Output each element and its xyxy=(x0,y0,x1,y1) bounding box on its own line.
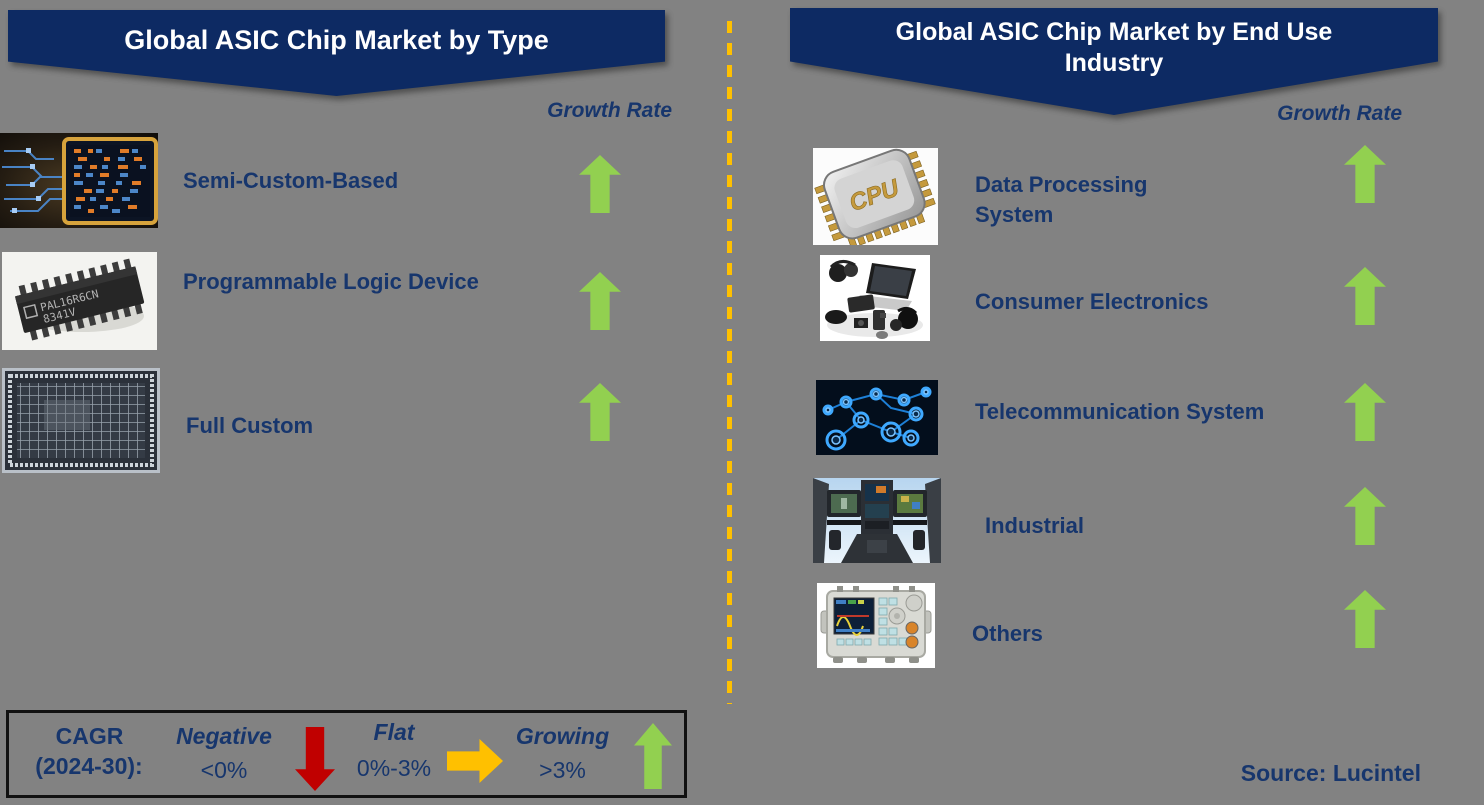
item-label-consumer-electronics: Consumer Electronics xyxy=(975,289,1209,314)
legend-negative-range: <0% xyxy=(200,757,248,783)
growth-arrow-up-icon xyxy=(1344,487,1386,545)
growth-arrow-up-icon xyxy=(579,383,621,441)
growth-arrow-up-icon xyxy=(1344,145,1386,203)
pld-image: PAL16R6CN 8341V xyxy=(2,252,157,355)
circuit-board-chip-icon xyxy=(0,133,158,228)
legend-flat-label: Flat xyxy=(373,719,415,745)
left-growth-rate-label: Growth Rate xyxy=(547,99,672,122)
legend-arrow-up-icon xyxy=(634,723,672,789)
right-growth-rate-label: Growth Rate xyxy=(1277,102,1402,125)
legend-title-line2: (2024-30): xyxy=(35,753,143,779)
data-processing-image: CPU xyxy=(813,148,938,250)
source-label: Source: Lucintel xyxy=(1240,760,1421,786)
item-label-others: Others xyxy=(972,621,1043,646)
right-panel-title-line1: Global ASIC Chip Market by End Use xyxy=(895,18,1333,46)
item-label-pld: Programmable Logic Device xyxy=(183,269,479,294)
others-image xyxy=(817,583,935,673)
right-panel-title-line2: Industry xyxy=(1064,49,1164,77)
legend-growing-range: >3% xyxy=(539,757,586,783)
consumer-electronics-image xyxy=(820,255,930,346)
left-panel-banner: Global ASIC Chip Market by Type xyxy=(8,10,665,96)
item-label-full-custom: Full Custom xyxy=(186,413,314,438)
industrial-image xyxy=(813,478,941,568)
item-label-semi-custom: Semi-Custom-Based xyxy=(183,168,399,193)
left-panel-title: Global ASIC Chip Market by Type xyxy=(8,10,665,96)
item-label-data-processing: Data Processing System xyxy=(975,172,1148,228)
item-label-telecommunication: Telecommunication System xyxy=(975,399,1265,424)
full-custom-image xyxy=(2,368,160,478)
gadgets-icon xyxy=(820,255,930,341)
growth-arrow-up-icon xyxy=(1344,590,1386,648)
growth-arrow-up-icon xyxy=(579,272,621,330)
cpu-chip-icon: CPU xyxy=(813,148,938,249)
network-nodes-icon xyxy=(816,380,938,455)
right-panel-banner: Global ASIC Chip Market by End Use Indus… xyxy=(790,8,1438,115)
legend-growing-label: Growing xyxy=(515,723,610,749)
silicon-die-icon xyxy=(2,368,160,473)
cagr-legend: CAGR (2024-30): Negative <0% Flat 0%-3% … xyxy=(6,710,687,798)
panel-divider-dashed-line xyxy=(727,21,732,704)
legend-arrow-right-icon xyxy=(447,739,503,783)
dip-chip-icon: PAL16R6CN 8341V xyxy=(2,252,157,350)
legend-negative-label: Negative xyxy=(176,723,272,749)
signal-generator-icon xyxy=(817,583,935,668)
legend-arrow-down-icon xyxy=(295,727,335,791)
growth-arrow-up-icon xyxy=(579,155,621,213)
legend-title-line1: CAGR xyxy=(55,723,124,749)
item-label-industrial: Industrial xyxy=(985,513,1085,538)
semi-custom-image xyxy=(0,133,158,233)
legend-flat-range: 0%-3% xyxy=(356,755,432,781)
growth-arrow-up-icon xyxy=(1344,267,1386,325)
cockpit-panel-icon xyxy=(813,478,941,563)
telecommunication-image xyxy=(816,380,938,460)
